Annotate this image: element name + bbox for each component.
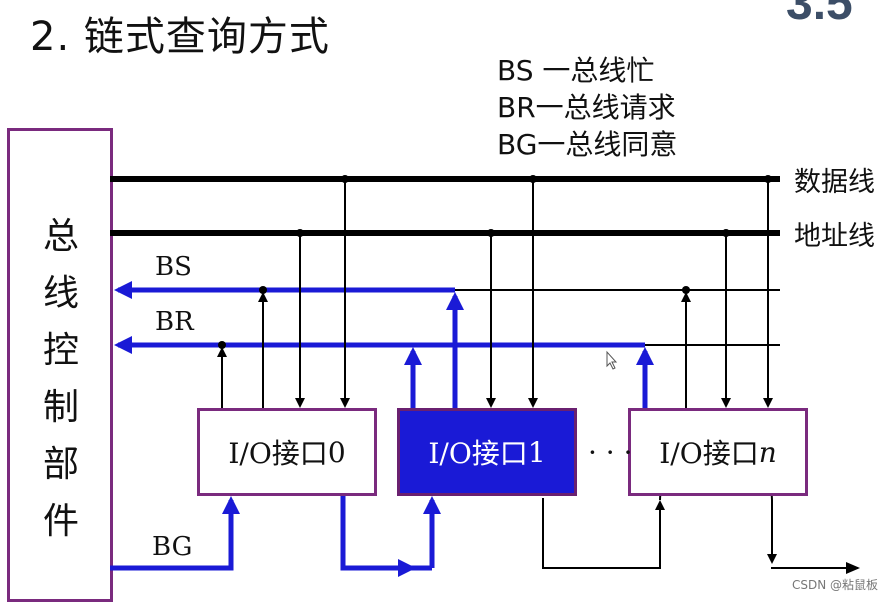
mouse-cursor-icon [606,350,618,370]
watermark: CSDN @粘鼠板 [792,578,879,592]
io-interface-1-suffix: 1 [527,435,546,469]
legend-item-br: BR一总线请求 [497,91,676,124]
io-interface-0-suffix: 0 [327,435,346,469]
bus-junction-dots [218,175,772,349]
page-title: 2. 链式查询方式 [30,14,330,60]
bus-controller-label: 总线控制部件 [42,216,79,542]
legend-item-bg: BG一总线同意 [497,128,678,161]
slide-number: 3.5 [786,0,853,30]
bg-label: BG [152,532,193,562]
more-interfaces-ellipsis: · · · [588,436,633,469]
address-bus-label: 地址线 [794,221,875,252]
ifacen-wires [681,179,773,408]
legend-item-bs: BS 一总线忙 [497,54,655,87]
bus-controller-box [7,128,113,602]
data-bus-label: 数据线 [794,167,875,198]
iface1-wires [486,179,538,408]
br-label: BR [155,307,194,337]
io-interface-n-suffix: n [758,435,777,469]
legend: BS 一总线忙 BR一总线请求 BG一总线同意 [497,52,677,163]
io-interface-0-prefix: I/O接口 [228,437,328,470]
bs-label: BS [155,252,192,282]
io-interface-n-prefix: I/O接口 [659,437,759,470]
bg-from-iface1 [542,498,665,569]
io-interface-1-prefix: I/O接口 [428,437,528,470]
iface0-wires [217,179,350,408]
bg-chain-line [110,496,240,571]
